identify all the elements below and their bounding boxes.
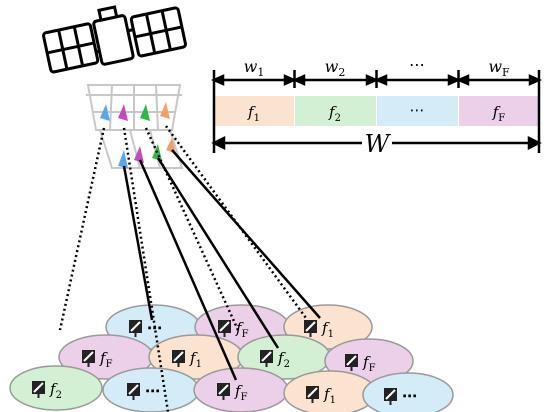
satellite-dish-icon [127, 383, 140, 400]
cell-frequency-label: f1 [323, 385, 336, 406]
band-label-f1: f1 [247, 103, 260, 124]
beam-lines [58, 125, 321, 412]
satellite-dish-icon [172, 350, 185, 367]
solar-panel-right [129, 6, 187, 58]
beam-cell [362, 372, 454, 412]
width-label-wF: wF [488, 57, 510, 79]
width-label-w2: w2 [325, 57, 346, 79]
satellite-dish-icon [82, 350, 95, 367]
feed-horns [100, 102, 176, 168]
satellite-body [92, 5, 135, 66]
cell-frequency-label: ⋯ [402, 387, 417, 405]
band-label-f2: f2 [328, 103, 341, 124]
satellite-dish-icon [129, 320, 142, 337]
band-label-fF: fF [492, 103, 506, 124]
band-f2 [295, 96, 376, 126]
cell-labels: ⋯ fF f1 fF f1 f2 fF f2 ⋯ fF f1 ⋯ [32, 319, 417, 406]
satellite-dish-icon [218, 320, 231, 337]
feed-horn-3 [140, 104, 150, 121]
satellite-dish-icon [304, 320, 317, 337]
band-f1 [214, 96, 294, 126]
cell-frequency-label: fF [234, 382, 248, 403]
width-label-w1: w1 [244, 57, 265, 79]
satellite-dish-icon [260, 350, 273, 367]
feed-horn-2 [118, 104, 128, 121]
beam-cell [193, 367, 289, 412]
feed-horn-6 [134, 146, 144, 163]
cell-frequency-label: fF [362, 353, 376, 374]
band-fF [459, 96, 539, 126]
cell-frequency-label: ⋯ [147, 319, 162, 337]
cell-frequency-label: f2 [49, 380, 62, 401]
cell-frequency-label: fF [99, 349, 113, 370]
cell-frequency-label: f1 [189, 349, 202, 370]
cell-frequency-label: ⋯ [145, 382, 160, 400]
satellite-dish-icon [32, 381, 45, 398]
solar-panel-left [42, 22, 100, 74]
feed-horn-1 [100, 104, 110, 121]
satellite-icon [42, 5, 187, 74]
satellite-dish-icon [306, 386, 319, 403]
spectrum-bar: w1 w2 ⋯ wF f1 f2 ⋯ fF W [210, 55, 543, 158]
band-dots [377, 96, 458, 126]
satellite-dish-icon [384, 388, 397, 405]
beam-cell [9, 365, 103, 411]
satellite-dish-icon [345, 354, 358, 371]
cell-frequency-label: f1 [321, 319, 334, 340]
total-bandwidth-label: W [365, 130, 392, 158]
cell-frequency-label: fF [235, 319, 249, 340]
satellite-dish-icon [217, 383, 230, 400]
feed-horn-5 [118, 150, 128, 168]
cell-frequency-label: f2 [277, 349, 290, 370]
width-label-dots: ⋯ [409, 55, 425, 74]
feed-horn-4 [160, 102, 170, 119]
band-label-dots: ⋯ [410, 101, 425, 119]
